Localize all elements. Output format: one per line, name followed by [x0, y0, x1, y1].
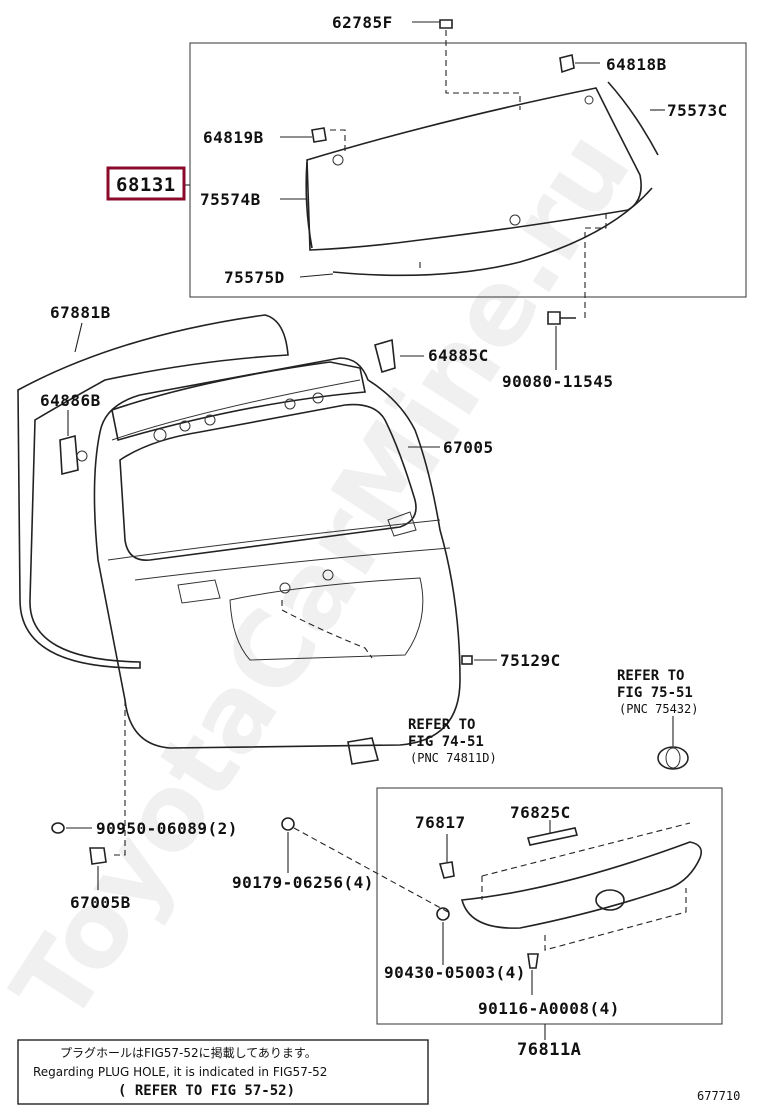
label-62785F[interactable]: 62785F	[332, 13, 393, 32]
refer-fig-75-51-line3: (PNC 75432)	[619, 702, 698, 716]
back-door-upper-rail	[111, 361, 366, 442]
bolt-90080-11545	[547, 311, 576, 325]
license-recess	[229, 577, 424, 661]
label-67881B[interactable]: 67881B	[50, 303, 111, 322]
glass-mark	[332, 154, 344, 166]
toyota-emblem-inner	[665, 747, 681, 769]
panel-hole	[153, 428, 167, 442]
plug-75129C	[461, 655, 473, 665]
guide-dash	[445, 30, 521, 110]
bracket-64885C	[374, 338, 396, 374]
label-64886B[interactable]: 64886B	[40, 391, 101, 410]
bracket-bolt	[76, 450, 88, 462]
leader	[299, 273, 334, 278]
toyota-emblem	[657, 746, 689, 770]
bracket-64886B	[59, 434, 79, 476]
label-75574B[interactable]: 75574B	[200, 190, 261, 209]
highlight-box-68131	[106, 166, 186, 201]
glass-molding-75574B	[305, 161, 313, 249]
glass-molding-75573C	[607, 81, 659, 156]
note-english: Regarding PLUG HOLE, it is indicated in …	[33, 1065, 327, 1079]
door-dash-guide	[110, 700, 126, 856]
garnish-group-box	[376, 787, 723, 1025]
label-67005B[interactable]: 67005B	[70, 893, 131, 912]
refer-fig-74-51-line2[interactable]: FIG 74-51	[408, 734, 484, 750]
label-64818B[interactable]: 64818B	[606, 55, 667, 74]
panel-hole	[179, 420, 191, 432]
screw-90116	[527, 953, 539, 969]
garnish-opening	[595, 889, 625, 911]
note-refer-fig-57-52[interactable]: ( REFER TO FIG 57-52)	[118, 1083, 295, 1099]
panel-hole	[284, 398, 296, 410]
label-90080-11545[interactable]: 90080-11545	[502, 372, 613, 391]
garnish-dash-outline	[481, 822, 691, 951]
label-75573C[interactable]: 75573C	[667, 101, 728, 120]
clip-62785F	[439, 19, 453, 29]
panel-hole	[204, 414, 216, 426]
grommet-90950	[51, 822, 65, 834]
back-door-inner-frame	[107, 379, 451, 581]
door-dash-guide	[293, 827, 449, 913]
panel-hole	[279, 582, 291, 594]
label-76811A[interactable]: 76811A	[517, 1040, 581, 1060]
label-76817[interactable]: 76817	[415, 813, 466, 832]
note-japanese: プラグホールはFIG57-52に掲載してあります。	[60, 1045, 317, 1060]
label-75129C[interactable]: 75129C	[500, 651, 561, 670]
glass-mark	[509, 214, 521, 226]
garnish-light	[526, 827, 579, 846]
note-box	[17, 1039, 429, 1105]
label-75575D[interactable]: 75575D	[224, 268, 285, 287]
washer-90430	[436, 907, 450, 921]
guide-dash	[330, 129, 346, 155]
refer-fig-75-51-line1[interactable]: REFER TO	[617, 668, 684, 684]
glass-molding-75575D	[332, 187, 653, 277]
label-64819B[interactable]: 64819B	[203, 128, 264, 147]
glass-group-box	[189, 42, 747, 298]
label-67005[interactable]: 67005	[443, 438, 494, 457]
panel-hole	[322, 569, 334, 581]
lamp-ref-74811D	[347, 737, 380, 765]
refer-fig-74-51-line1[interactable]: REFER TO	[408, 717, 475, 733]
back-door-window-opening	[119, 403, 417, 561]
leader	[74, 322, 83, 353]
panel-cutout	[387, 511, 417, 537]
label-64885C[interactable]: 64885C	[428, 346, 489, 365]
glass-mark	[584, 95, 594, 105]
panel-cutout	[177, 579, 221, 604]
label-90116-A0008[interactable]: 90116-A0008(4)	[478, 999, 620, 1018]
back-door-panel	[93, 357, 461, 749]
clip-76817	[438, 861, 455, 879]
stopper-67005B	[89, 847, 107, 865]
refer-fig-74-51-line3: (PNC 74811D)	[410, 751, 497, 765]
label-76825C[interactable]: 76825C	[510, 803, 571, 822]
clip-64818B	[559, 54, 575, 74]
door-opening-dash	[281, 600, 373, 659]
label-90179-06256[interactable]: 90179-06256(4)	[232, 873, 374, 892]
refer-fig-75-51-line2[interactable]: FIG 75-51	[617, 685, 693, 701]
label-90950-06089[interactable]: 90950-06089(2)	[96, 819, 238, 838]
guide-dash	[584, 213, 607, 318]
back-door-garnish	[460, 841, 703, 929]
label-90430-05003[interactable]: 90430-05003(4)	[384, 963, 526, 982]
diagram-id: 677710	[697, 1089, 740, 1103]
panel-hole	[312, 392, 324, 404]
clip-90179	[281, 817, 295, 831]
label-68131[interactable]: 68131	[116, 174, 176, 196]
clip-64819B	[311, 127, 327, 143]
weatherstrip-67881B	[17, 314, 289, 669]
